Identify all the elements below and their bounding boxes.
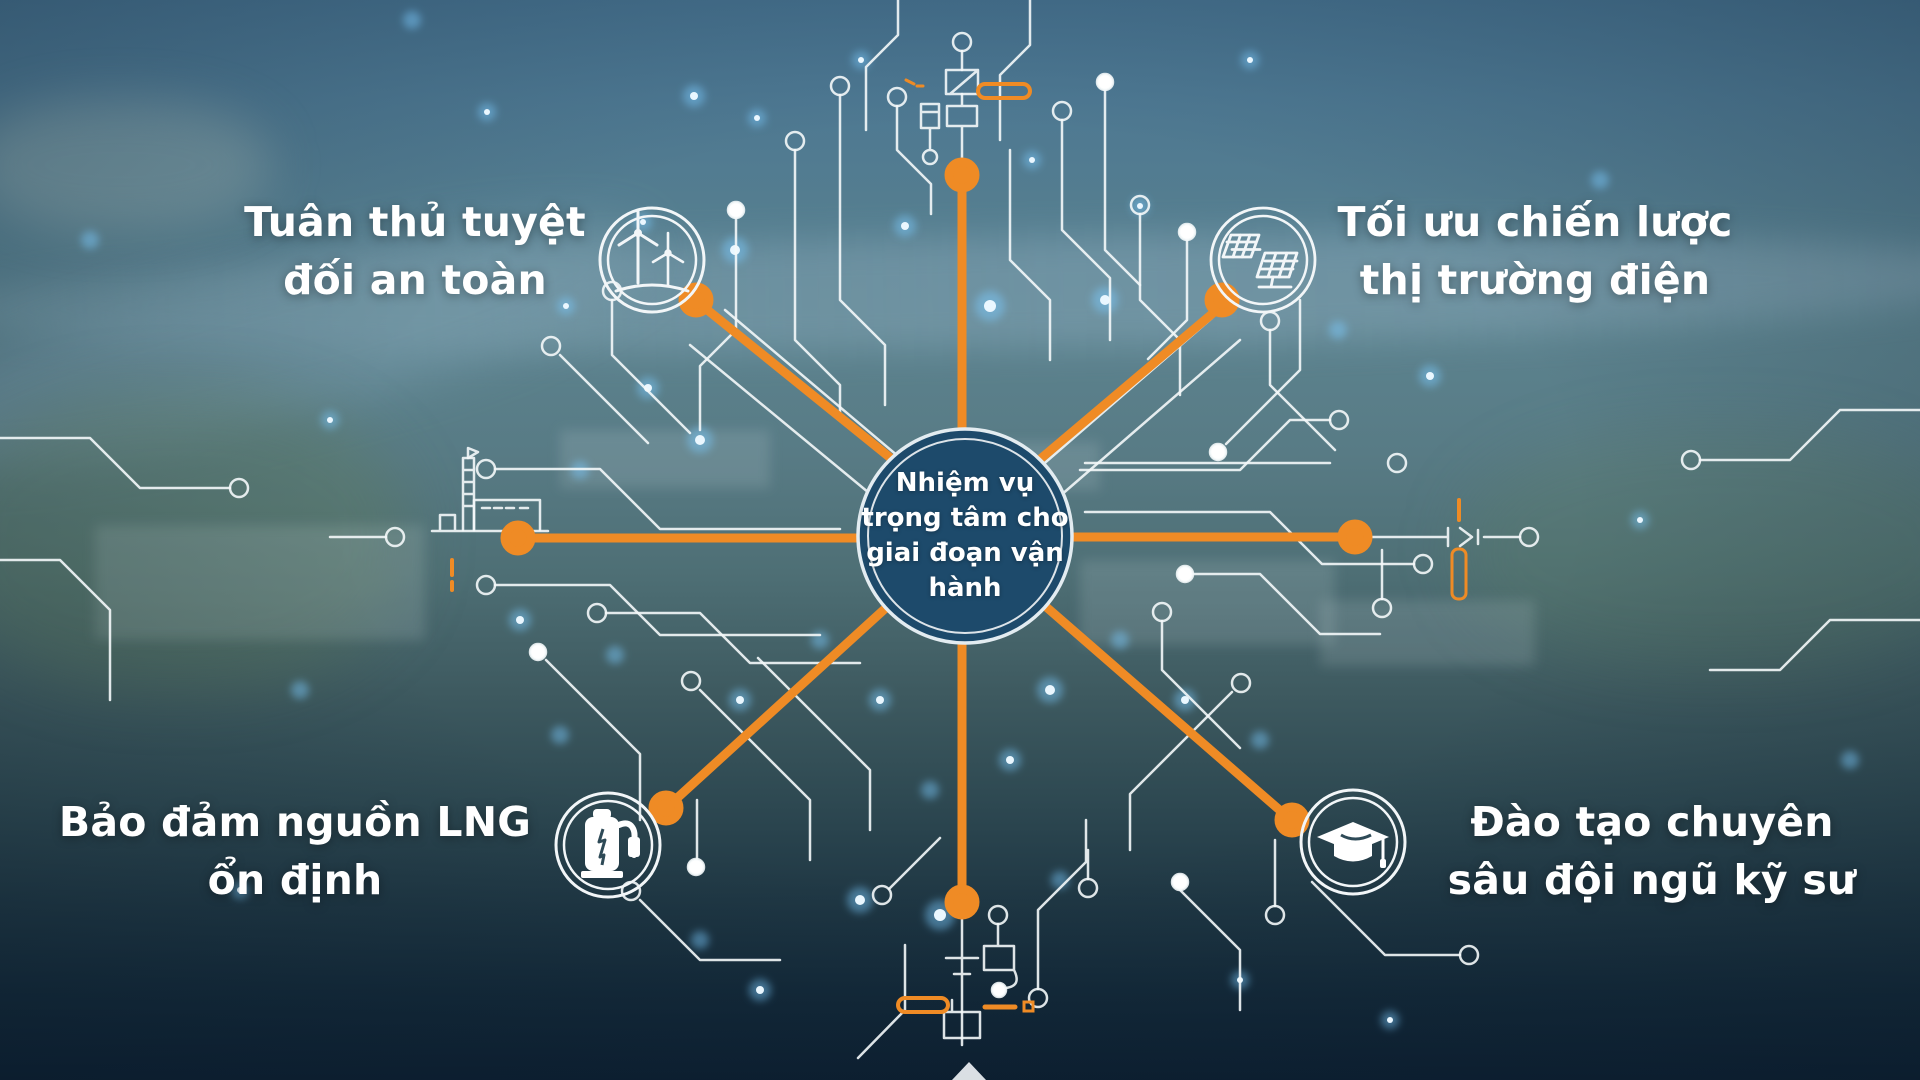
solar-panel-icon bbox=[1209, 206, 1317, 314]
label-market-line2: thị trường điện bbox=[1359, 256, 1711, 304]
building-block bbox=[95, 525, 425, 640]
label-lng-line2: ổn định bbox=[207, 856, 383, 904]
glow-particles bbox=[81, 11, 1859, 1029]
building-block bbox=[560, 430, 770, 488]
label-safety-line1: Tuân thủ tuyệt bbox=[244, 198, 586, 246]
label-lng-line1: Bảo đảm nguồn LNG bbox=[58, 798, 532, 846]
hub-title-line: trọng tâm cho bbox=[861, 503, 1069, 533]
label-market-line1: Tối ưu chiến lược bbox=[1337, 198, 1733, 246]
label-safety: Tuân thủ tuyệt đối an toàn bbox=[175, 193, 655, 309]
label-market: Tối ưu chiến lược thị trường điện bbox=[1300, 193, 1770, 309]
hub-title-line: giai đoạn vận bbox=[866, 538, 1064, 568]
label-training: Đào tạo chuyên sâu đội ngũ kỹ sư bbox=[1412, 793, 1892, 909]
wind-turbine-icon bbox=[598, 206, 706, 314]
label-training-line2: sâu đội ngũ kỹ sư bbox=[1447, 856, 1857, 904]
hub-title-line: hành bbox=[928, 573, 1002, 603]
factory-line-art bbox=[430, 446, 550, 533]
label-safety-line2: đối an toàn bbox=[283, 256, 547, 304]
shore-patch bbox=[0, 100, 270, 230]
hub-title-line: Nhiệm vụ bbox=[895, 468, 1035, 498]
label-training-line1: Đào tạo chuyên bbox=[1470, 798, 1834, 846]
orange-accents bbox=[450, 78, 1468, 1014]
bottom-triangle-marker bbox=[952, 1062, 986, 1080]
hub-title: Nhiệm vụ trọng tâm cho giai đoạn vận hàn… bbox=[853, 466, 1077, 606]
label-lng: Bảo đảm nguồn LNG ổn định bbox=[55, 793, 535, 909]
orange-radial-lines bbox=[500, 157, 1373, 920]
fields-left bbox=[0, 390, 410, 690]
graduation-cap-icon bbox=[1299, 788, 1407, 896]
fuel-pump-icon bbox=[554, 791, 662, 899]
central-hub-circle bbox=[856, 427, 1074, 645]
